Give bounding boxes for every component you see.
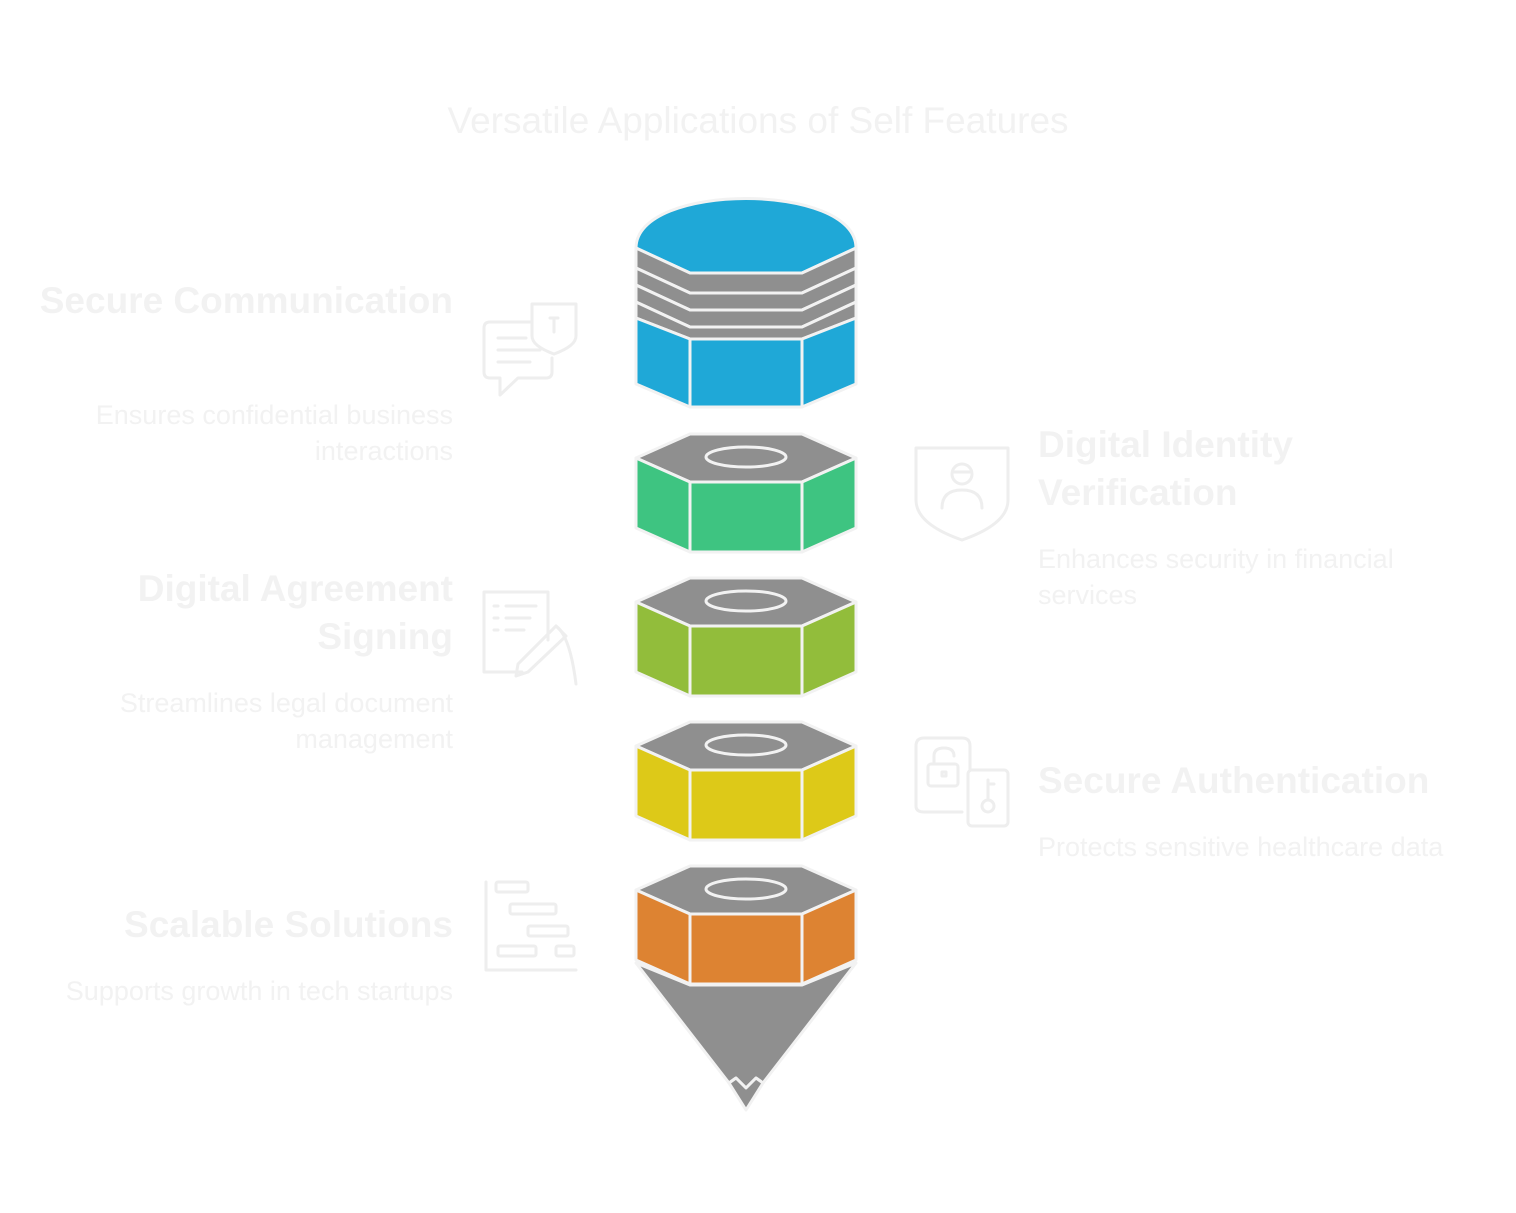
hex-right-face [800, 456, 858, 554]
hex-right-face [800, 600, 858, 698]
gantt-chart-icon [484, 880, 578, 972]
heading-secure-communication: Secure Communication [39, 280, 453, 321]
stack-segment-yellow [634, 720, 858, 842]
hex-hole [704, 733, 788, 757]
heading-digital-agreement-signing: Digital Agreement Signing [137, 568, 453, 657]
stack-segment-orange [634, 864, 858, 986]
hex-front-face [688, 912, 804, 986]
hex-front-face [688, 768, 804, 842]
hex-hole [704, 445, 788, 469]
stack-segment-green [634, 432, 858, 554]
heading-secure-authentication: Secure Authentication [1038, 760, 1430, 801]
document-sign-icon [482, 590, 578, 686]
description-digital-identity-verification: Enhances security in financial services [1038, 544, 1394, 610]
hex-front-face [688, 624, 804, 698]
hex-right-face [800, 888, 858, 986]
hex-hole [704, 589, 788, 613]
stack-tip [634, 961, 858, 1112]
heading-digital-identity-verification: Digital Identity Verification [1038, 424, 1293, 513]
lock-key-icon [914, 736, 1010, 828]
diagram-title: Versatile Applications of Self Features [447, 100, 1069, 141]
hex-hole [704, 877, 788, 901]
hex-right-face [800, 744, 858, 842]
description-secure-authentication: Protects sensitive healthcare data [1038, 832, 1444, 862]
description-secure-communication: Ensures confidential business interactio… [95, 400, 453, 466]
description-scalable-solutions: Supports growth in tech startups [65, 976, 453, 1006]
description-digital-agreement-signing: Streamlines legal document management [119, 688, 453, 754]
shield-user-icon [914, 446, 1010, 542]
stack-segment-lime [634, 576, 858, 698]
stack-cap-blue [634, 197, 858, 409]
hex-front-face [688, 480, 804, 554]
heading-scalable-solutions: Scalable Solutions [124, 904, 453, 945]
shield-chat-icon [482, 302, 578, 397]
